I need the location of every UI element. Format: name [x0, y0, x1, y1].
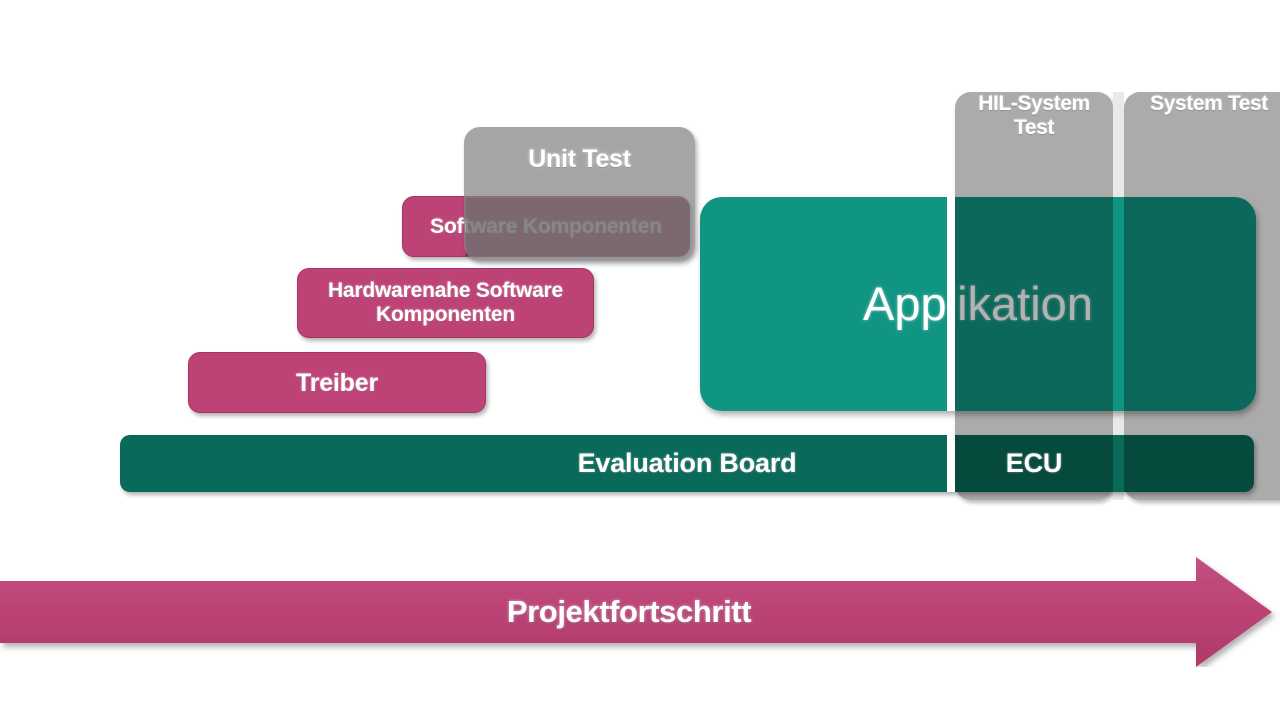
test-overlay-unit-test-label: Unit Test — [528, 145, 631, 173]
progress-arrow[interactable]: Projektfortschritt — [0, 557, 1280, 667]
test-overlay-unit-test[interactable]: Unit Test — [464, 127, 695, 261]
test-column-system-test-label: System Test — [1150, 92, 1268, 115]
stack-box-hardwarenahe-software-komponenten[interactable]: Hardwarenahe Software Komponenten — [297, 268, 594, 338]
progress-arrow-shape — [0, 557, 1272, 667]
hardware-box-evaluation-board[interactable]: Evaluation Board — [120, 435, 1254, 492]
application-box[interactable]: Applikation — [700, 197, 1256, 411]
progress-arrow-label: Projektfortschritt — [506, 594, 752, 629]
stack-box-treiber[interactable]: Treiber — [188, 352, 486, 413]
hardware-box-ecu[interactable]: ECU — [1005, 448, 1063, 479]
